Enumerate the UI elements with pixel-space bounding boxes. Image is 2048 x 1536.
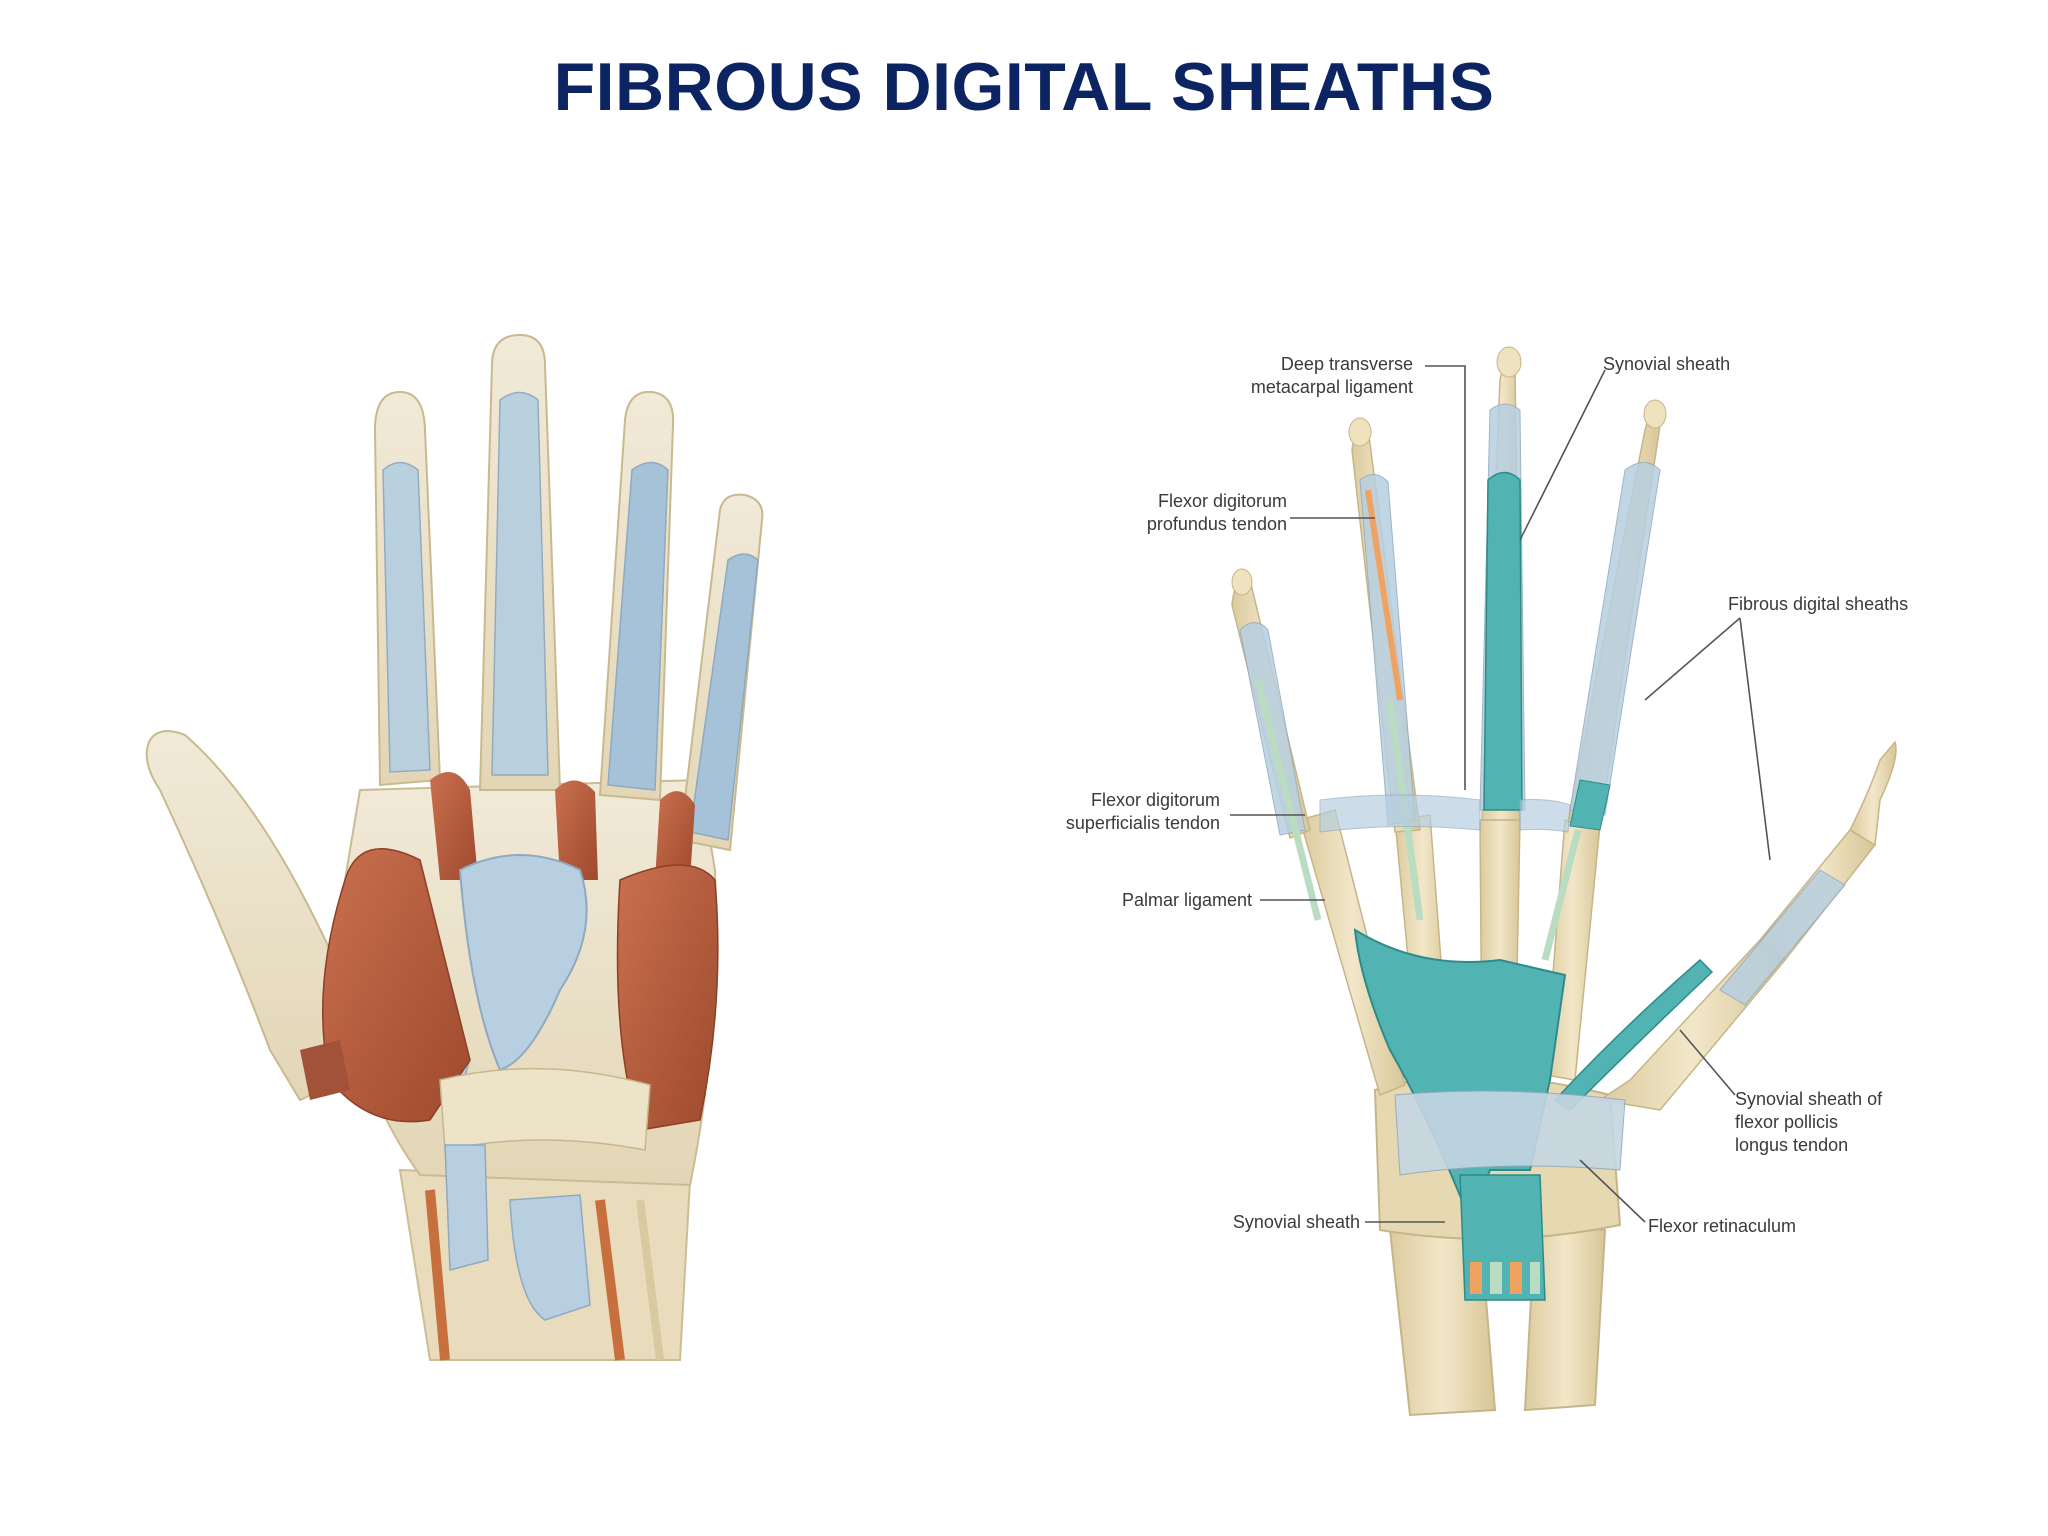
label-fpl-line3: longus tendon: [1735, 1135, 1848, 1155]
label-synovial-sheath-bottom: Synovial sheath: [1233, 1212, 1360, 1232]
label-palmar-ligament: Palmar ligament: [1122, 890, 1252, 910]
label-flexor-retinaculum: Flexor retinaculum: [1648, 1216, 1796, 1236]
label-fds-line2: superficialis tendon: [1066, 813, 1220, 833]
label-synovial-sheath-top: Synovial sheath: [1603, 354, 1730, 374]
right-hand-illustration: Deep transverse metacarpal ligament Syno…: [1066, 346, 1908, 1417]
label-fpl-line1: Synovial sheath of: [1735, 1089, 1883, 1109]
label-fdp-line2: profundus tendon: [1147, 514, 1287, 534]
label-fds-line1: Flexor digitorum: [1091, 790, 1220, 810]
page-title: FIBROUS DIGITAL SHEATHS: [553, 49, 1495, 125]
label-fdp-line1: Flexor digitorum: [1158, 491, 1287, 511]
label-fpl-line2: flexor pollicis: [1735, 1112, 1838, 1132]
label-fibrous-digital-sheaths: Fibrous digital sheaths: [1728, 594, 1908, 614]
label-deep-transverse-line2: metacarpal ligament: [1251, 377, 1413, 397]
label-deep-transverse-line1: Deep transverse: [1281, 354, 1413, 374]
left-hand-illustration: [145, 333, 764, 1361]
